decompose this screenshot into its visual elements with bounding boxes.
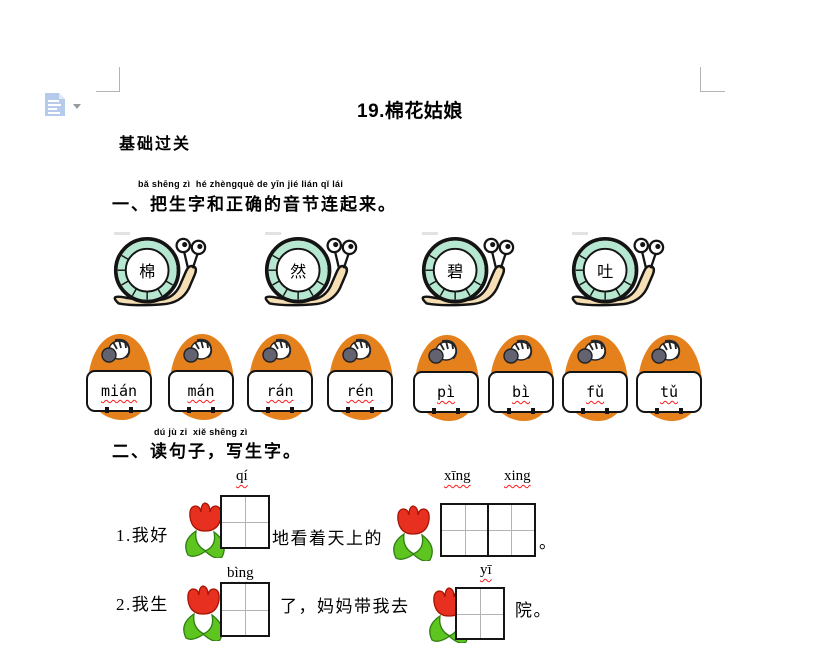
egg-foot <box>266 407 270 413</box>
snail-card: 棉 <box>112 232 207 316</box>
zebra-head-icon <box>183 338 213 363</box>
pinyin-xing2: xing <box>504 468 531 484</box>
egg-foot <box>290 407 294 413</box>
egg-foot <box>655 408 659 414</box>
tulip-icon <box>185 502 225 558</box>
clipart-watermark <box>265 232 281 235</box>
tulip-icon <box>393 505 433 561</box>
egg-foot <box>129 407 133 413</box>
syllable-text: rén <box>346 382 374 400</box>
egg-card: rán <box>247 334 313 420</box>
clipart-watermark <box>422 232 438 235</box>
egg-foot <box>432 408 436 414</box>
syllable-text: mián <box>100 382 138 400</box>
syllable-label: bì <box>488 371 554 413</box>
writing-grid[interactable] <box>486 503 536 557</box>
zebra-head-icon <box>577 339 607 364</box>
exercise2-pinyin: dú jù zi xiě shēng zì <box>154 427 248 437</box>
sentence2-text-middle: 了，妈妈带我去 <box>280 597 410 616</box>
zebra-head-icon <box>101 338 131 363</box>
egg-foot <box>531 408 535 414</box>
exercise1-pinyin: bǎ shēng zì hé zhèngquè de yīn jié lián … <box>138 179 344 189</box>
syllable-text: pì <box>436 383 456 401</box>
exercise2-heading: 二、读句子，写生字。 <box>112 442 302 461</box>
snail-character: 吐 <box>597 263 613 281</box>
syllable-text: rán <box>266 382 294 400</box>
zebra-head-icon <box>262 338 292 363</box>
paste-icon <box>45 93 65 116</box>
egg-foot <box>370 407 374 413</box>
egg-card: tǔ <box>636 335 702 421</box>
zebra-head-icon <box>503 339 533 364</box>
egg-card: fǔ <box>562 335 628 421</box>
egg-card: rén <box>327 334 393 420</box>
exercise1-heading: 一、把生字和正确的音节连起来。 <box>112 195 397 214</box>
zebra-head-icon <box>651 339 681 364</box>
egg-card: bì <box>488 335 554 421</box>
syllable-label: fǔ <box>562 371 628 413</box>
snail-character: 棉 <box>139 263 155 281</box>
egg-foot <box>187 407 191 413</box>
margin-mark-top-right-v <box>700 67 701 92</box>
writing-grid[interactable] <box>220 582 270 637</box>
syllable-label: tǔ <box>636 371 702 413</box>
pinyin-yi: yī <box>480 562 492 578</box>
syllable-text: mán <box>187 382 215 400</box>
snail-icon: 吐 <box>571 236 665 307</box>
egg-foot <box>581 408 585 414</box>
clipart-watermark <box>572 232 588 235</box>
syllable-label: pì <box>413 371 479 413</box>
sentence2-text-start: 2.我生 <box>116 595 169 614</box>
section-heading: 基础过关 <box>119 136 192 153</box>
syllable-text: bì <box>511 383 531 401</box>
egg-foot <box>456 408 460 414</box>
snail-card: 然 <box>263 232 358 316</box>
sentence1-text-end: 。 <box>539 533 558 552</box>
syllable-label: rén <box>327 370 393 412</box>
margin-mark-top-right-h <box>700 91 725 92</box>
paste-options-button[interactable] <box>44 92 90 122</box>
snail-card: 吐 <box>570 232 665 316</box>
egg-card: mán <box>168 334 234 420</box>
writing-grid[interactable] <box>455 587 505 640</box>
pinyin-qi: qí <box>236 468 248 484</box>
egg-foot <box>211 407 215 413</box>
syllable-label: mián <box>86 370 152 412</box>
chevron-down-icon[interactable] <box>73 104 81 109</box>
margin-mark-top-left-h <box>96 91 120 92</box>
snail-icon: 棉 <box>113 236 207 307</box>
syllable-text: tǔ <box>659 383 679 401</box>
syllable-text: fǔ <box>585 383 605 401</box>
sentence1-text-middle: 地看着天上的 <box>272 529 383 548</box>
zebra-head-icon <box>342 338 372 363</box>
syllable-label: rán <box>247 370 313 412</box>
egg-foot <box>105 407 109 413</box>
clipart-watermark <box>114 232 130 235</box>
egg-card: pì <box>413 335 479 421</box>
zebra-head-icon <box>428 339 458 364</box>
egg-foot <box>507 408 511 414</box>
egg-foot <box>679 408 683 414</box>
egg-foot <box>346 407 350 413</box>
sentence2-text-end: 院。 <box>515 601 552 620</box>
egg-card: mián <box>86 334 152 420</box>
syllable-label: mán <box>168 370 234 412</box>
writing-grid[interactable] <box>220 495 270 549</box>
snail-character: 碧 <box>447 263 463 281</box>
writing-grid[interactable] <box>440 503 489 557</box>
writing-grid-pair[interactable] <box>440 503 536 557</box>
margin-mark-top-left-v <box>119 67 120 92</box>
snail-card: 碧 <box>420 232 515 316</box>
sentence1-text-start: 1.我好 <box>116 526 169 545</box>
snail-icon: 然 <box>264 236 358 307</box>
pinyin-bing: bìng <box>227 565 254 581</box>
snail-character: 然 <box>290 263 306 281</box>
snail-icon: 碧 <box>421 236 515 307</box>
pinyin-xing1: xīng <box>444 468 471 484</box>
page-title: 19.棉花姑娘 <box>357 101 463 122</box>
egg-foot <box>605 408 609 414</box>
